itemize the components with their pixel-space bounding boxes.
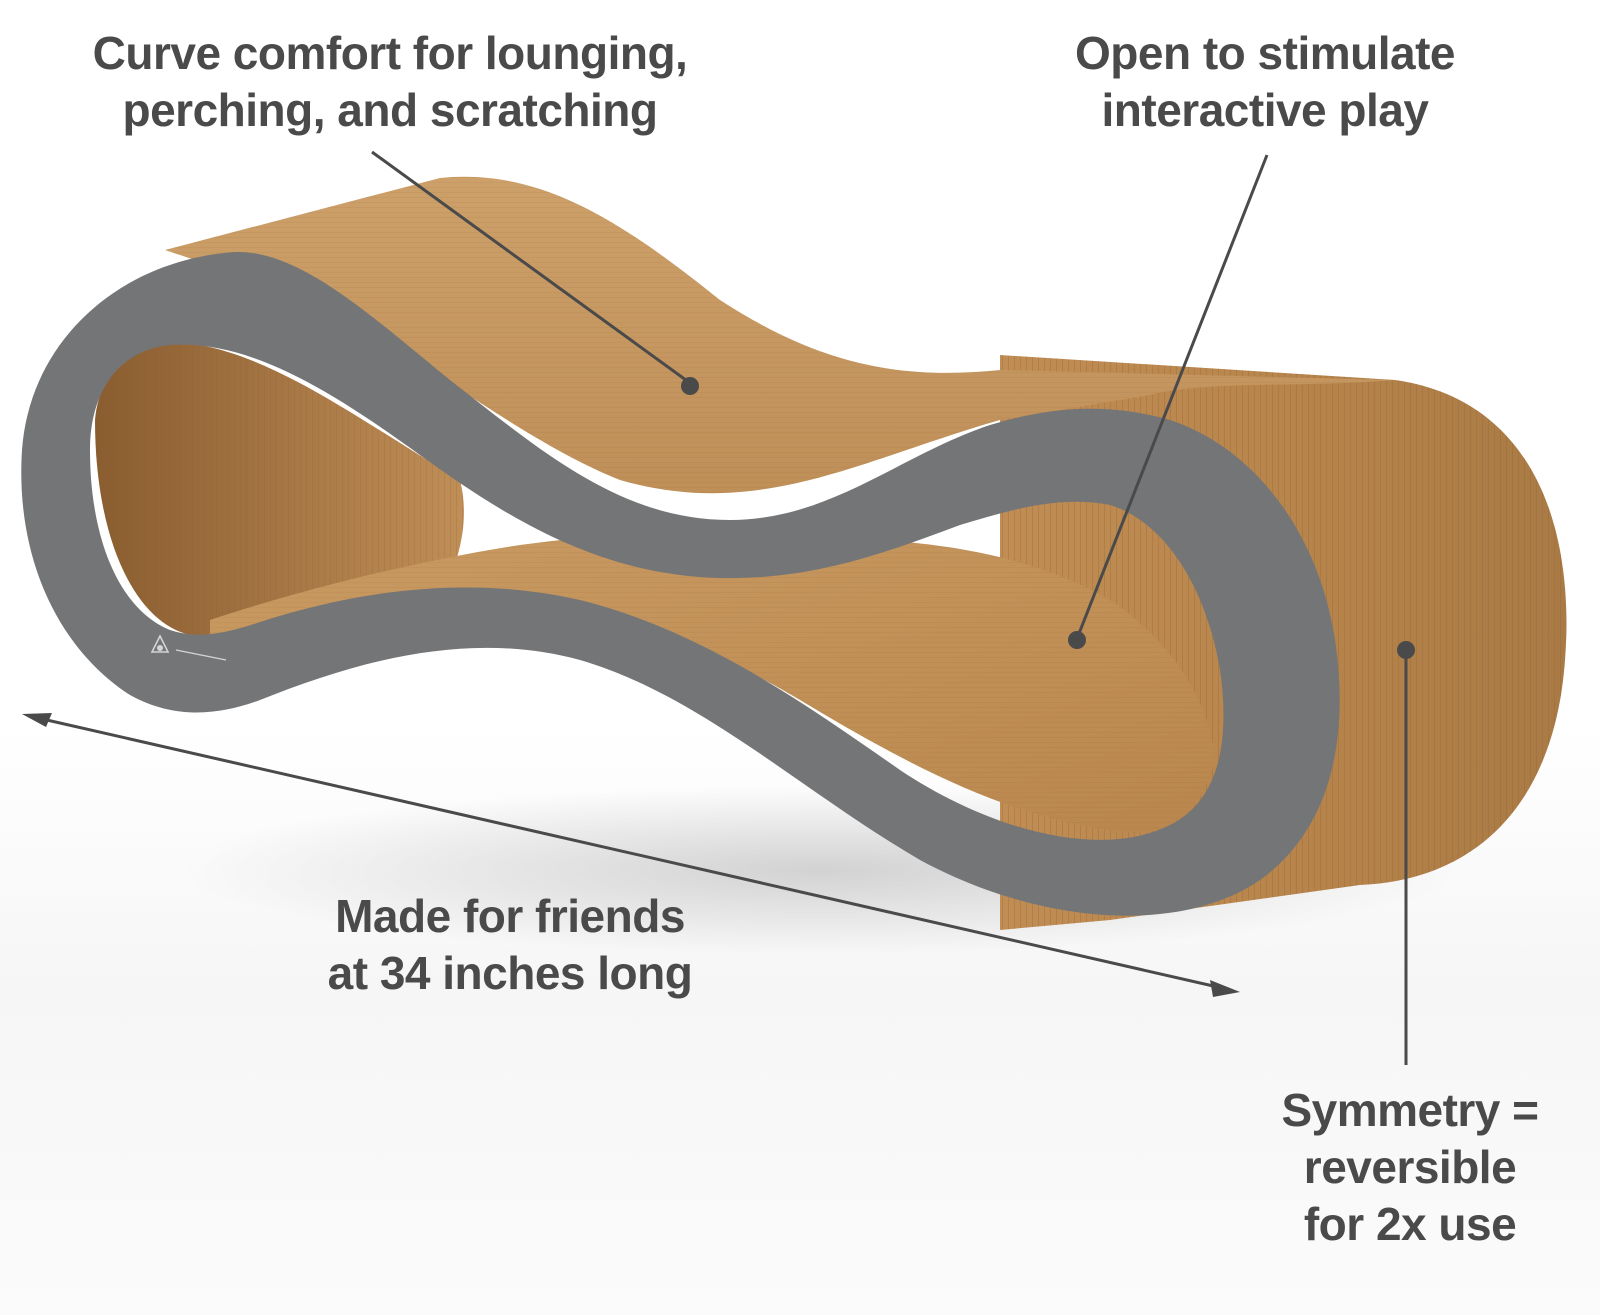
open-play-line-1: Open to stimulate [1075, 27, 1455, 79]
open-play-callout: Open to stimulate interactive play [1000, 25, 1530, 139]
curve-leader-line [371, 150, 699, 395]
symmetry-line-1: Symmetry = [1281, 1084, 1539, 1136]
curve-comfort-callout: Curve comfort for lounging, perching, an… [40, 25, 740, 139]
open-play-line-2: interactive play [1101, 84, 1429, 136]
cat-fusion-logo [150, 634, 227, 661]
length-line-2: at 34 inches long [327, 947, 693, 999]
symmetry-line-2: reversible [1303, 1141, 1517, 1193]
length-line-1: Made for friends [335, 890, 685, 942]
symmetry-line-3: for 2x use [1303, 1198, 1517, 1250]
curve-comfort-line-2: perching, and scratching [122, 84, 659, 136]
symmetry-leader-line [1397, 641, 1415, 1065]
curve-comfort-line-1: Curve comfort for lounging, [92, 27, 688, 79]
symmetry-callout: Symmetry = reversible for 2x use [1230, 1082, 1590, 1253]
length-callout: Made for friends at 34 inches long [270, 888, 750, 1002]
scratcher-gray-frame [21, 251, 1340, 916]
open-leader-line [1068, 154, 1269, 649]
length-dimension-arrow [22, 713, 1240, 997]
